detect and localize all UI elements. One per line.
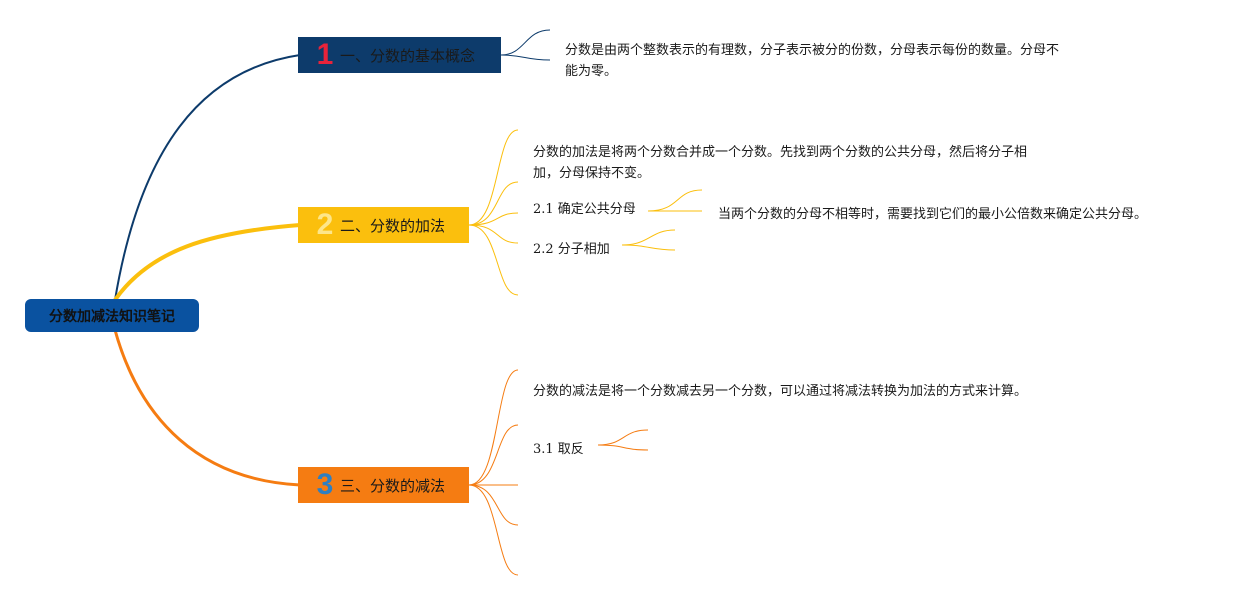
connector-b1-top (500, 29, 551, 56)
branch-title-1: 一、分数的基本概念 (340, 46, 476, 65)
connector-b3-1 (468, 369, 519, 486)
connector-b3-2 (468, 424, 519, 486)
branch-title-3: 三、分数的减法 (340, 476, 446, 495)
connector-b2-4 (468, 224, 519, 244)
branch-number-3: 3 (316, 468, 334, 501)
connector-b2-5 (468, 224, 519, 296)
branch-node-2[interactable]: 2 二、分数的加法 (298, 207, 469, 243)
connector-b3-5 (468, 484, 519, 576)
connector-b2-1 (468, 129, 519, 226)
root-label: 分数加减法知识笔记 (49, 308, 175, 325)
branch-node-1[interactable]: 1 一、分数的基本概念 (298, 37, 501, 73)
connector-root-branch-3 (113, 329, 301, 487)
connector-b3-4 (468, 484, 519, 526)
branch-2-note[interactable]: 分数的加法是将两个分数合并成一个分数。先找到两个分数的公共分母，然后将分子相加，… (533, 145, 1028, 181)
sub-node-3-1[interactable]: 3.1 取反 (533, 442, 584, 457)
branch-3-note[interactable]: 分数的减法是将一个分数减去另一个分数，可以通过将减法转换为加法的方式来计算。 (533, 384, 1028, 399)
connector-b2-3 (468, 212, 519, 226)
connector-s22-1 (621, 229, 676, 246)
root-node[interactable]: 分数加减法知识笔记 (25, 299, 199, 332)
branch-number-1: 1 (316, 38, 334, 71)
connector-b2-2 (468, 181, 519, 226)
connector-b1-bottom (500, 54, 551, 61)
connector-root-branch-1 (114, 54, 301, 301)
connector-s31-1 (597, 429, 649, 446)
sub-2-1-note[interactable]: 当两个分数的分母不相等时，需要找到它们的最小公倍数来确定公共分母。 (718, 207, 1148, 222)
sub-node-2-2[interactable]: 2.2 分子相加 (533, 242, 610, 257)
branch-node-3[interactable]: 3 三、分数的减法 (298, 467, 469, 503)
connector-root-branch-2 (113, 223, 301, 302)
connector-s21-1 (647, 189, 703, 212)
branch-title-2: 二、分数的加法 (340, 216, 446, 235)
connector-s22-2 (621, 244, 676, 251)
sub-node-2-1[interactable]: 2.1 确定公共分母 (533, 202, 636, 217)
branch-number-2: 2 (316, 208, 334, 241)
branch-1-note[interactable]: 分数是由两个整数表示的有理数，分子表示被分的份数，分母表示每份的数量。分母不能为… (565, 43, 1060, 79)
connector-s31-2 (597, 444, 649, 451)
